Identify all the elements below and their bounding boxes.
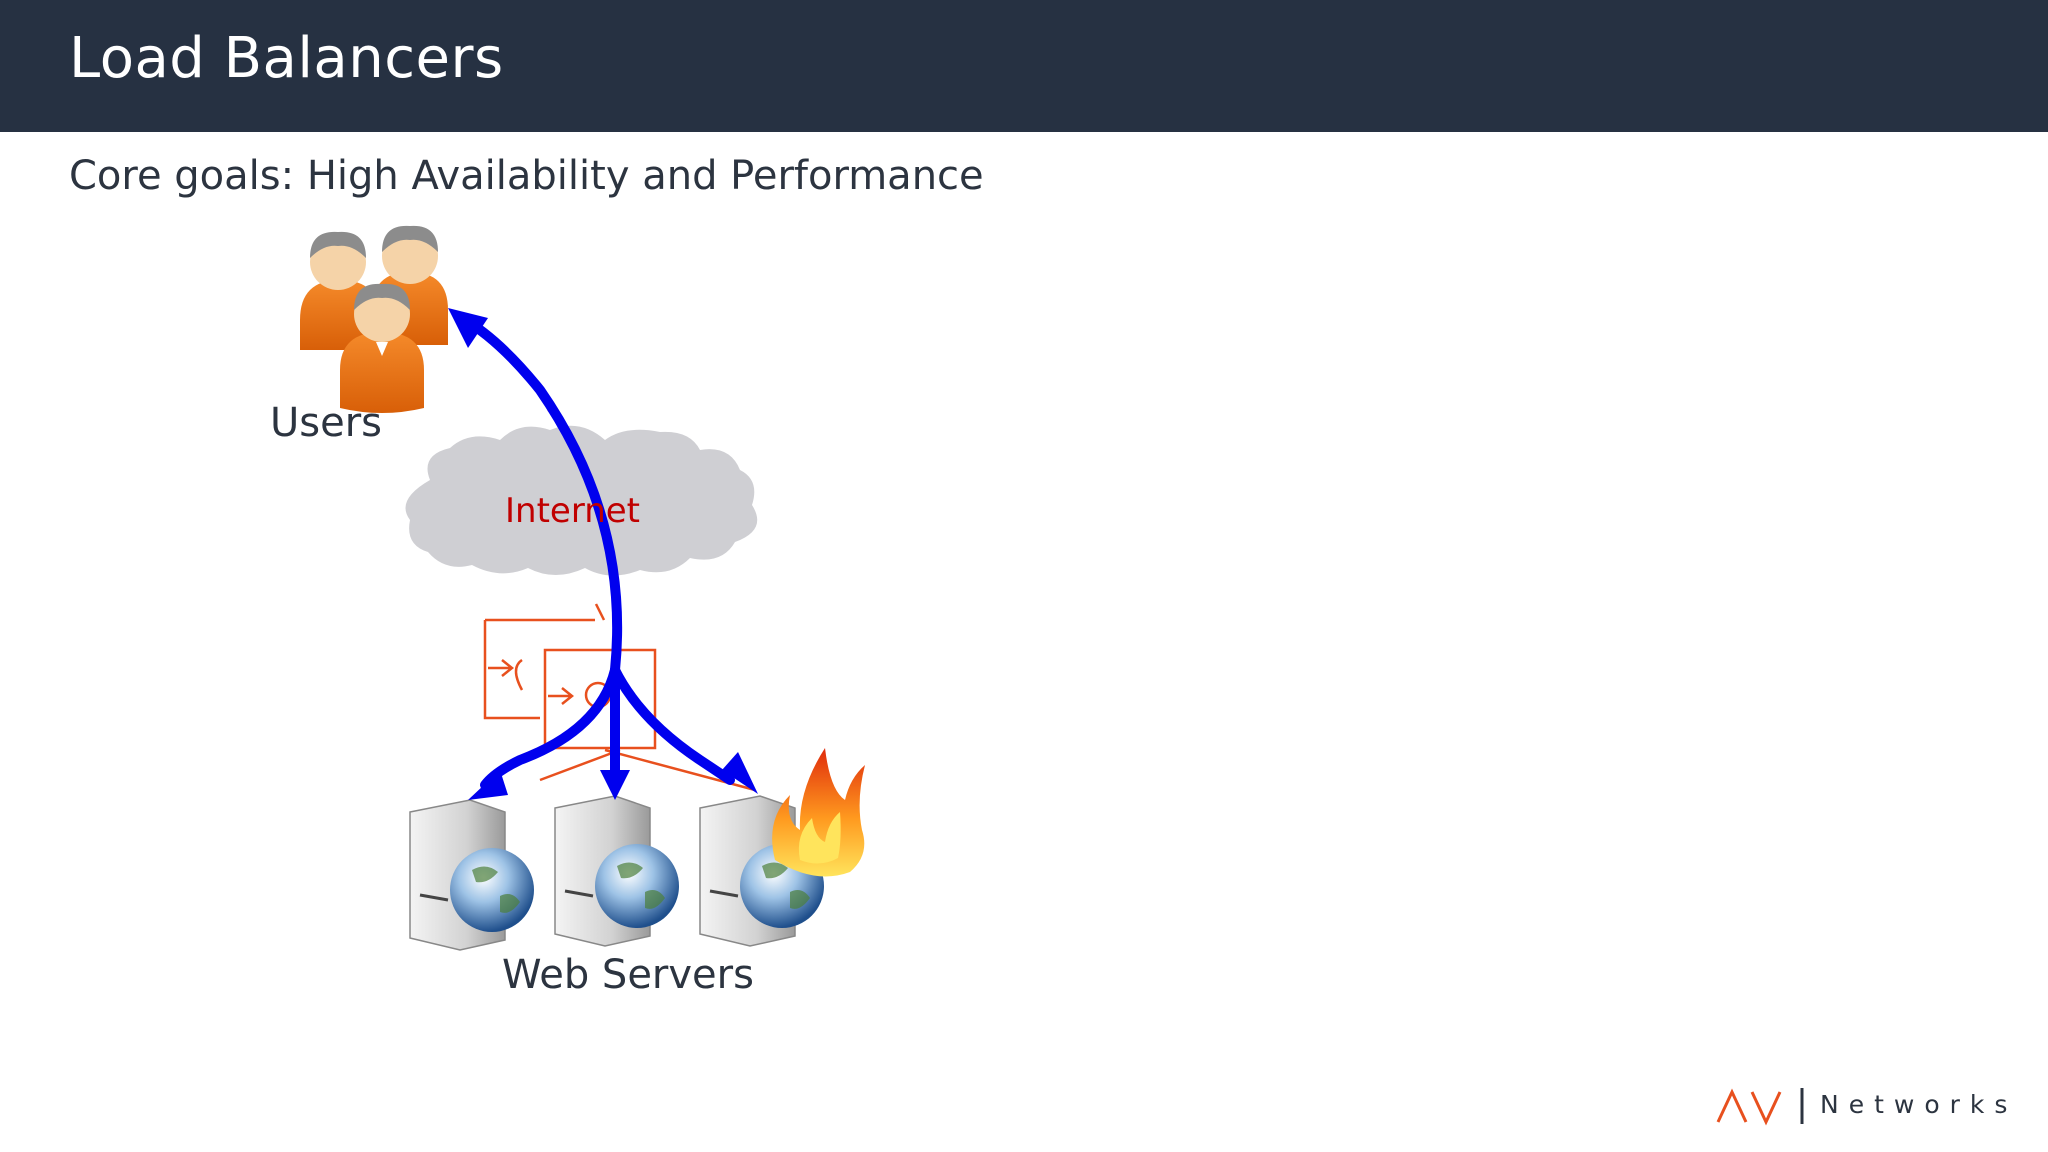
web-server-icon — [409, 799, 534, 951]
web-server-icon — [699, 795, 824, 947]
logo-text: Networks — [1820, 1090, 2018, 1119]
arrow-heads — [448, 308, 758, 800]
web-server-icon — [554, 795, 679, 947]
fire-icon — [772, 748, 865, 877]
fire-core — [798, 812, 841, 864]
slide-title: Load Balancers — [69, 26, 504, 91]
internet-label: Internet — [505, 491, 641, 531]
web-servers-label: Web Servers — [502, 952, 754, 998]
arrow-head-server-3 — [722, 752, 758, 794]
arrow-to-users — [457, 313, 623, 675]
arrow-head-server-2 — [600, 770, 630, 800]
globe-icon — [595, 844, 679, 928]
avi-logo-mark — [1716, 1088, 1804, 1126]
slide-subtitle: Core goals: High Availability and Perfor… — [69, 153, 984, 199]
users-icon — [300, 225, 448, 413]
arrow-head-users — [448, 308, 488, 348]
arrow-head-server-1 — [468, 770, 508, 800]
cloud-icon — [405, 425, 758, 576]
globe-icon — [450, 848, 534, 932]
title-bar: Load Balancers — [0, 0, 2048, 132]
arrow-to-server-1 — [480, 665, 620, 790]
users-label: Users — [270, 400, 383, 446]
arrow-to-server-3 — [610, 665, 735, 785]
